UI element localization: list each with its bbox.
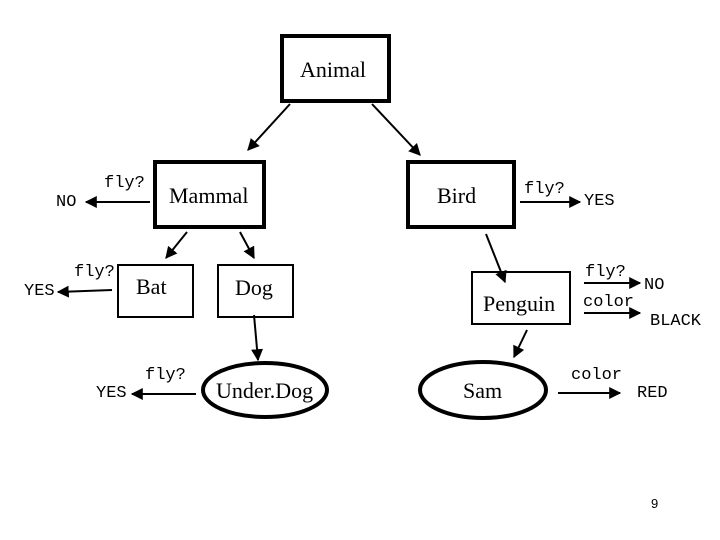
node-bird-label: Bird	[437, 183, 477, 208]
underdog-fly-value: YES	[96, 384, 127, 403]
node-mammal-box	[153, 160, 266, 229]
node-bird-box	[406, 160, 516, 229]
node-dog-box	[217, 264, 294, 318]
arrow-bat-fly-yes	[56, 285, 113, 298]
arrow-animal-to-bird	[371, 103, 421, 156]
arrow-bird-to-penguin	[485, 233, 507, 284]
page-number: 9	[651, 496, 659, 511]
node-penguin-box	[471, 271, 571, 325]
bat-fly-value: YES	[24, 282, 55, 301]
sam-color-value: RED	[637, 384, 668, 403]
node-underdog-ellipse	[201, 361, 329, 419]
node-sam-ellipse	[418, 360, 548, 420]
arrow-mammal-to-bat	[165, 231, 188, 259]
penguin-fly-key: fly?	[585, 263, 626, 282]
node-bat-label: Bat	[136, 274, 167, 299]
bird-fly-key: fly?	[524, 180, 565, 199]
arrow-mammal-to-dog	[239, 231, 255, 260]
bat-fly-key: fly?	[74, 263, 115, 282]
node-mammal-label: Mammal	[169, 183, 249, 208]
bird-fly-value: YES	[584, 192, 615, 211]
arrow-dog-to-underdog	[251, 314, 264, 362]
underdog-fly-key: fly?	[145, 366, 186, 385]
arrow-animal-to-mammal	[247, 103, 291, 151]
penguin-color-key: color	[583, 293, 635, 312]
penguin-color-value: BLACK	[650, 312, 702, 331]
mammal-fly-value: NO	[56, 193, 77, 212]
node-animal-box	[280, 34, 391, 103]
node-penguin-label: Penguin	[483, 291, 556, 316]
sam-color-key: color	[571, 366, 623, 385]
node-bat-box	[117, 264, 194, 318]
arrow-penguin-to-sam	[513, 329, 528, 359]
mammal-fly-key: fly?	[104, 174, 145, 193]
node-animal-label: Animal	[300, 57, 366, 82]
node-sam-label: Sam	[463, 378, 503, 403]
node-dog-label: Dog	[235, 275, 273, 300]
penguin-fly-value: NO	[644, 276, 665, 295]
node-underdog-label: Under.Dog	[216, 378, 314, 403]
